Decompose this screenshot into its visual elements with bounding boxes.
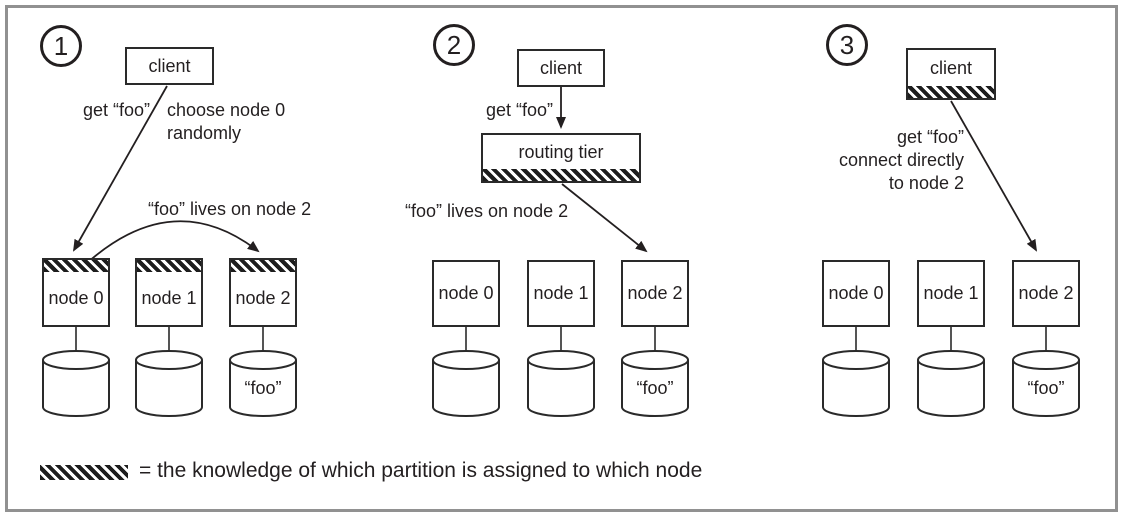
node-label: node 1 bbox=[923, 283, 979, 303]
panel-2-node-1-box: node 1 bbox=[527, 260, 595, 327]
panel-2-request-label: get “foo” bbox=[485, 100, 553, 120]
panel-2-routing-tier-box: routing tier bbox=[481, 133, 641, 183]
panel-1-badge: 1 bbox=[40, 25, 82, 67]
panel-3-request-note: get “foo” connect directly to node 2 bbox=[816, 126, 964, 195]
partition-knowledge-hatch bbox=[483, 169, 639, 181]
panel-1-routing-note: “foo” lives on node 2 bbox=[148, 199, 312, 219]
panel-1-data-item: “foo” bbox=[244, 378, 282, 398]
routing-tier-label: routing tier bbox=[518, 141, 604, 162]
panel-2-routing-note: “foo” lives on node 2 bbox=[405, 201, 569, 221]
panel-2-client-box: client bbox=[517, 49, 605, 87]
node-label: node 1 bbox=[533, 283, 589, 303]
panel-3-node-0-box: node 0 bbox=[822, 260, 890, 327]
panel-2-badge: 2 bbox=[433, 24, 475, 66]
node-label: node 2 bbox=[1018, 283, 1074, 303]
panel-1-number: 1 bbox=[53, 31, 69, 61]
legend-hatch-swatch bbox=[40, 465, 128, 480]
panel-1-node-2-box: node 2 bbox=[229, 258, 297, 327]
panel-1-decision-label: choose node 0 randomly bbox=[167, 99, 285, 145]
panel-1-request-label: get “foo” bbox=[82, 100, 150, 120]
panel-2-node-2-box: node 2 bbox=[621, 260, 689, 327]
partition-knowledge-hatch bbox=[137, 260, 201, 272]
panel-3-data-item: “foo” bbox=[1027, 378, 1065, 398]
panel-2-node-0-box: node 0 bbox=[432, 260, 500, 327]
panel-1-decision-line1: choose node 0 bbox=[167, 100, 286, 120]
panel-1-node-1-box: node 1 bbox=[135, 258, 203, 327]
panel-1-client-box: client bbox=[125, 47, 214, 85]
legend-text: = the knowledge of which partition is as… bbox=[139, 459, 703, 482]
node-label: node 0 bbox=[438, 283, 494, 303]
panel-3-client-box: client bbox=[906, 48, 996, 100]
node-label: node 2 bbox=[627, 283, 683, 303]
client-label: client bbox=[148, 55, 191, 76]
panel-2-number: 2 bbox=[446, 30, 462, 60]
partition-knowledge-hatch bbox=[231, 260, 295, 272]
node-label: node 0 bbox=[48, 288, 104, 308]
node-label: node 1 bbox=[141, 288, 197, 308]
partition-knowledge-hatch bbox=[44, 260, 108, 272]
panel-3-request-line1: get “foo” bbox=[896, 127, 964, 147]
panel-2-data-item: “foo” bbox=[636, 378, 674, 398]
panel-3-node-1-box: node 1 bbox=[917, 260, 985, 327]
partition-knowledge-hatch bbox=[908, 86, 994, 98]
client-label: client bbox=[929, 57, 973, 78]
node-label: node 0 bbox=[828, 283, 884, 303]
panel-3-request-line3: to node 2 bbox=[888, 173, 964, 193]
panel-3-node-2-box: node 2 bbox=[1012, 260, 1080, 327]
node-label: node 2 bbox=[235, 288, 291, 308]
client-label: client bbox=[539, 57, 583, 78]
panel-1-decision-line2: randomly bbox=[167, 123, 242, 143]
panel-3-number: 3 bbox=[839, 30, 855, 60]
panel-3-badge: 3 bbox=[826, 24, 868, 66]
panel-3-request-line2: connect directly bbox=[838, 150, 964, 170]
panel-1-node-0-box: node 0 bbox=[42, 258, 110, 327]
